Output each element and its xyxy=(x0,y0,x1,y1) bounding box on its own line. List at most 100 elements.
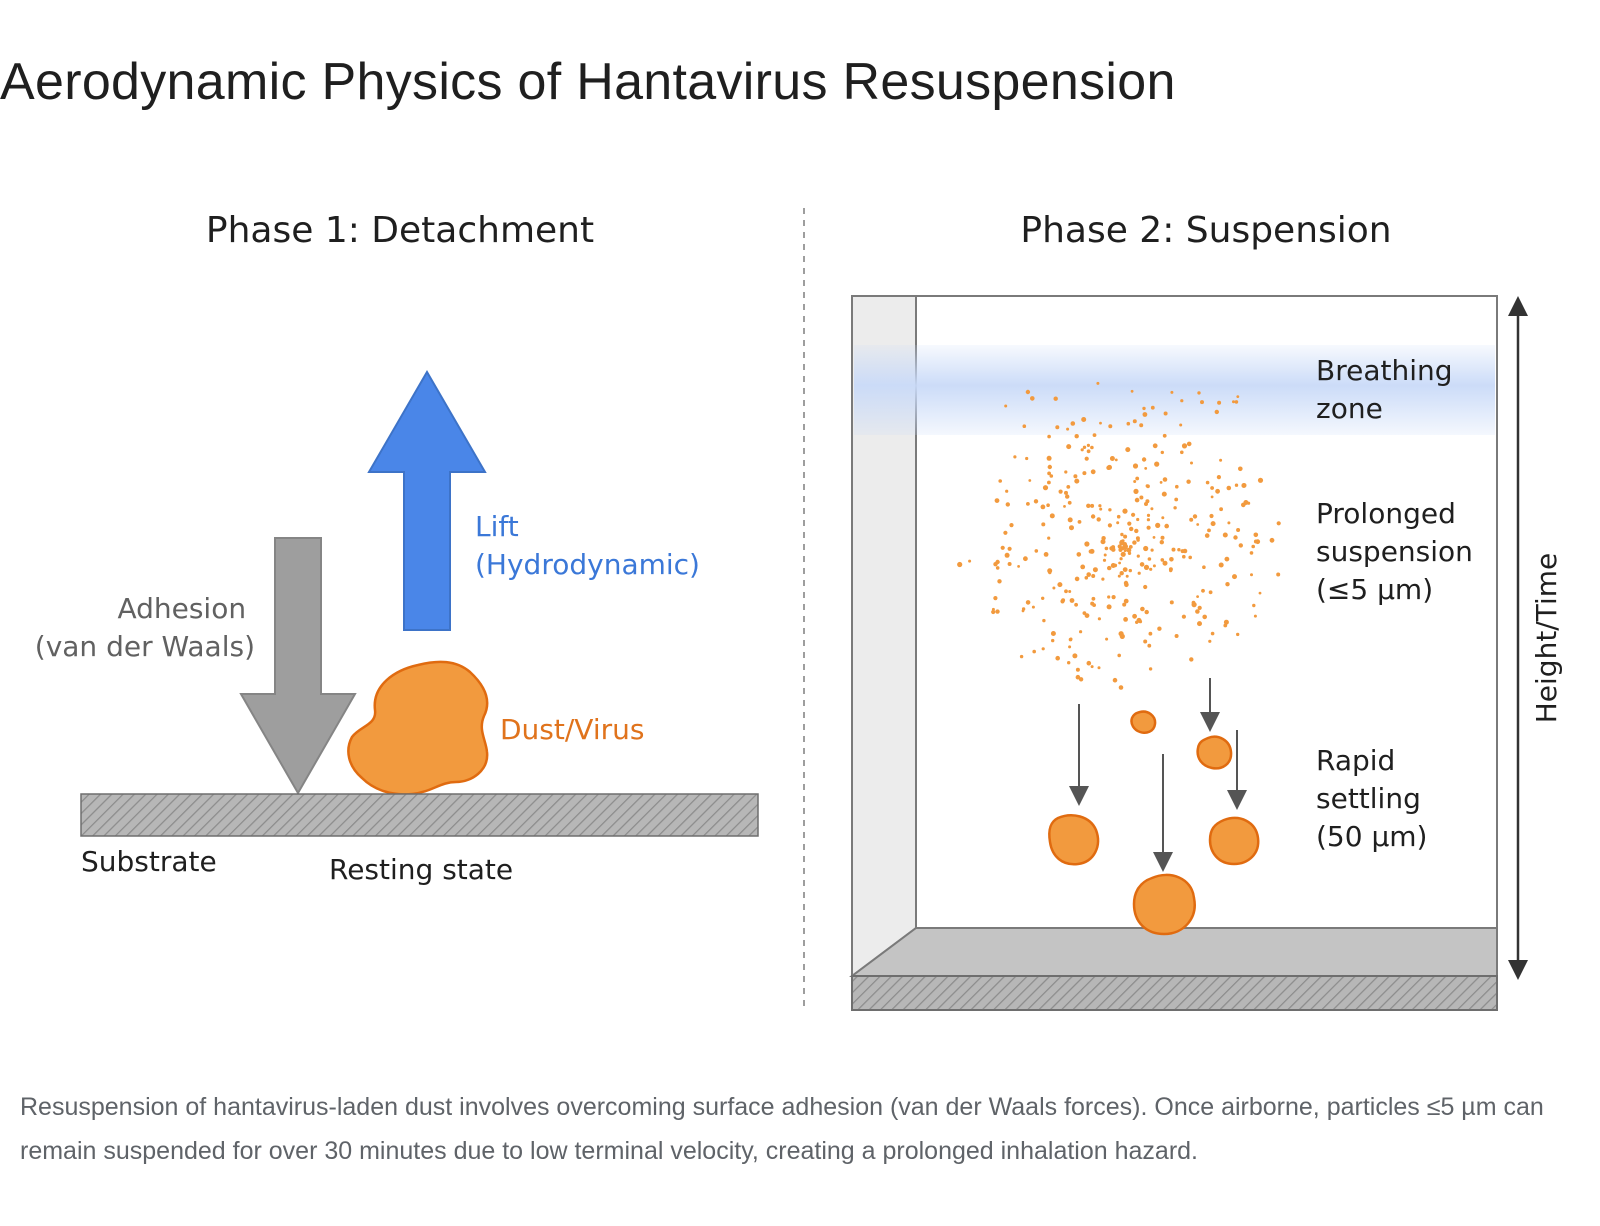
suspended-particle xyxy=(1222,532,1228,538)
suspended-particle xyxy=(1141,457,1147,462)
suspended-particle xyxy=(1204,533,1210,538)
suspended-particle xyxy=(1208,639,1212,643)
suspended-particle xyxy=(1023,556,1028,562)
suspended-particle xyxy=(1069,598,1075,603)
suspended-particle xyxy=(1032,649,1036,654)
suspended-particle xyxy=(1164,523,1169,529)
phase2-panel: Phase 2: Suspension Breathing zone xyxy=(849,210,1563,1011)
suspended-particle xyxy=(1049,513,1055,519)
suspended-particle xyxy=(1148,631,1153,636)
suspended-particle xyxy=(1169,600,1174,605)
suspended-particle xyxy=(1144,502,1148,506)
suspended-particle xyxy=(1072,653,1078,659)
adhesion-label: Adhesion (van der Waals) xyxy=(35,592,255,663)
suspended-particle xyxy=(1196,595,1199,598)
suspended-particle xyxy=(1084,456,1089,461)
suspended-particle xyxy=(1276,521,1281,526)
suspended-particle xyxy=(1132,540,1137,545)
suspended-particle xyxy=(968,559,972,563)
height-time-axis: Height/Time xyxy=(1508,296,1563,980)
suspended-particle xyxy=(1234,483,1239,487)
suspended-particle xyxy=(1069,637,1073,641)
suspended-particle xyxy=(1041,522,1046,527)
resting-state-label: Resting state xyxy=(329,853,513,886)
suspended-particle xyxy=(1189,657,1194,662)
suspended-particle xyxy=(1103,553,1107,557)
suspended-particle xyxy=(1009,523,1014,528)
suspended-particle xyxy=(1091,596,1096,601)
suspended-particle xyxy=(1147,643,1152,648)
dust-particle xyxy=(347,660,489,796)
suspended-particle xyxy=(1090,503,1095,508)
suspended-particle xyxy=(1007,546,1012,551)
suspended-particle xyxy=(1086,449,1091,454)
suspended-particle xyxy=(1225,582,1230,587)
suspended-particle xyxy=(1069,525,1074,531)
suspended-particle xyxy=(1253,614,1257,618)
suspended-particle xyxy=(1174,497,1179,502)
suspended-particle xyxy=(1074,602,1078,607)
suspended-particle xyxy=(1144,609,1149,615)
suspended-particle xyxy=(1111,595,1116,600)
suspended-particle xyxy=(1190,461,1193,465)
suspended-particle xyxy=(1155,522,1161,529)
suspended-particle xyxy=(1043,552,1049,557)
suspended-particle xyxy=(1119,571,1124,576)
suspended-particle xyxy=(1180,399,1184,403)
settling-particle xyxy=(1130,710,1157,734)
suspended-particle xyxy=(1251,544,1255,549)
suspended-particle xyxy=(1013,455,1017,459)
suspended-particle xyxy=(1197,605,1202,611)
suspended-particle xyxy=(1084,576,1089,580)
suspended-particle xyxy=(1140,606,1145,612)
suspended-particle xyxy=(1186,441,1192,447)
suspended-particle xyxy=(1181,443,1188,449)
suspended-particle xyxy=(1147,557,1152,561)
suspended-particle xyxy=(1097,617,1101,621)
suspended-particle xyxy=(1116,514,1121,519)
suspended-particle xyxy=(1142,412,1148,417)
suspended-particle xyxy=(1051,638,1055,643)
suspended-particle xyxy=(1114,458,1118,462)
figure-caption: Resuspension of hantavirus-laden dust in… xyxy=(20,1093,1544,1165)
suspended-particle xyxy=(957,561,963,568)
suspended-particle xyxy=(1123,580,1129,586)
suspended-particle xyxy=(1207,528,1211,533)
suspended-particle xyxy=(1092,603,1096,607)
suspended-particle xyxy=(1073,474,1078,479)
suspended-particle xyxy=(1160,558,1165,562)
suspended-particle xyxy=(1191,600,1196,605)
adhesion-arrow xyxy=(239,537,357,796)
suspended-particle xyxy=(1064,490,1068,495)
settling-particle xyxy=(1196,735,1233,770)
suspended-particle xyxy=(1117,653,1121,658)
suspended-particle xyxy=(1107,595,1111,599)
suspended-particle xyxy=(1137,571,1141,575)
suspended-particle xyxy=(1086,443,1090,447)
suspended-particle xyxy=(1091,574,1096,578)
chamber-base xyxy=(851,975,1498,1011)
suspended-particle xyxy=(991,609,996,615)
suspended-particle xyxy=(1033,499,1039,504)
suspended-particle xyxy=(1047,480,1051,485)
suspended-particle xyxy=(1042,485,1049,491)
breathing-zone xyxy=(854,345,1495,435)
suspended-particle xyxy=(1049,474,1054,478)
suspended-particle xyxy=(995,609,1000,614)
suspended-particle xyxy=(1100,539,1106,545)
suspended-particle xyxy=(1050,631,1056,636)
suspended-particle xyxy=(1080,564,1086,570)
suspended-particle xyxy=(1149,567,1153,571)
suspended-particle xyxy=(1154,461,1160,467)
suspended-particle xyxy=(1081,417,1087,422)
suspended-particle xyxy=(1097,666,1101,670)
suspended-particle xyxy=(1163,411,1168,416)
suspended-particle xyxy=(1042,618,1046,623)
suspended-particle xyxy=(1238,466,1243,472)
suspended-particle xyxy=(1113,563,1118,568)
suspended-particle xyxy=(1041,647,1045,651)
suspended-particle xyxy=(1197,391,1201,395)
suspended-particle xyxy=(1214,409,1220,415)
suspended-particle xyxy=(1139,495,1144,500)
suspended-particle xyxy=(1046,503,1050,508)
